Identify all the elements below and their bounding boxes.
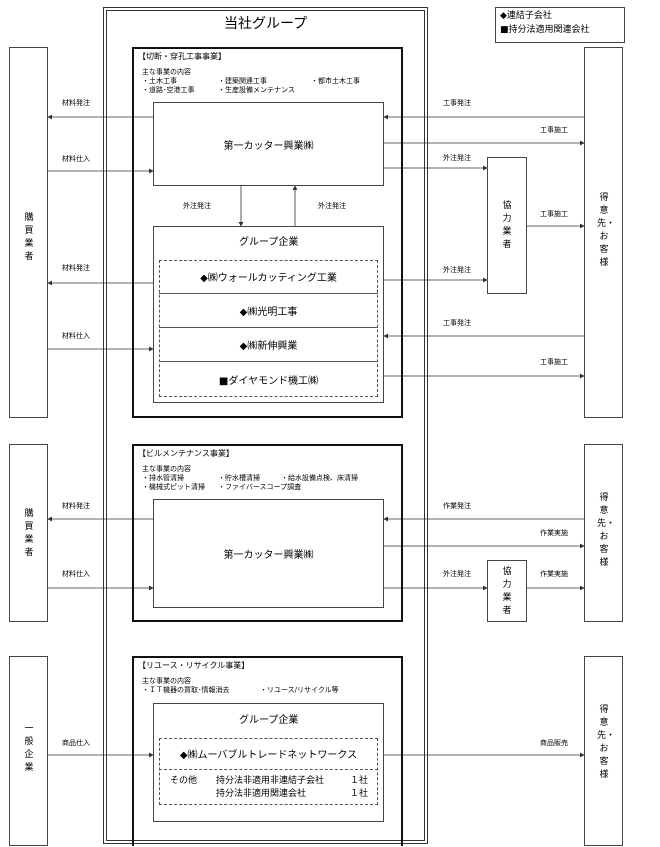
group-title: 当社グループ [224,16,308,32]
legend-equity: ■持分法適用関連会社 [500,25,590,35]
group-companies-box-reuse [153,703,384,822]
section-cutting-item: ・生産設備メンテナンス [218,86,295,94]
company-name: 第一カッター興業㈱ [223,140,314,152]
group-companies-list [159,260,378,397]
other-row-label: 持分法非適用関連会社 [216,789,307,799]
group-companies-box [153,226,384,403]
buyer-box-1 [9,47,48,418]
flow-label: 材料発注 [62,502,90,510]
flow-label: 商品仕入 [62,739,90,747]
flow-label: 材料仕入 [62,155,90,163]
customer-box-3 [584,656,623,846]
section-reuse-contents-title: 主な事業の内容 [142,677,191,685]
other-label: その他 [170,776,198,786]
flow-label-outsource-down: 外注発注 [183,202,211,210]
flow-label: 作業実施 [540,529,568,537]
flow-label: 作業実施 [540,570,568,578]
section-building-item: ・貯水槽清掃 [218,474,260,482]
partner-box-1 [487,157,527,294]
group-companies-list-reuse [159,738,378,805]
legend-box [495,7,625,43]
buyer-label-1: 購買業者 [24,213,34,262]
company-box-building: 第一カッター興業㈱ [153,499,384,608]
flow-label: 工事施工 [540,358,568,366]
section-cutting [132,47,403,418]
other-row-label: 持分法非適用非連結子会社 [216,776,325,786]
group-companies-title: グループ企業 [239,715,299,726]
customer-box-1 [584,47,623,418]
group-companies-title: グループ企業 [239,237,299,248]
section-building-item: ・ファイバースコープ調査 [218,483,302,491]
group-company-row: ■ダイヤモンド機工㈱ [218,376,319,387]
flow-label: 商品販売 [540,739,568,747]
flow-label: 工事施工 [540,126,568,134]
section-building-item: ・機械式ピット清掃 [142,483,205,491]
section-building-maintenance [132,444,403,622]
section-cutting-contents-title: 主な事業の内容 [142,68,191,76]
section-building-item: ・給水設備点検、床清掃 [281,474,358,482]
flow-label: 材料発注 [62,264,90,272]
other-row-count: １社 [350,776,369,786]
group-company-row: ◆㈱新伸興業 [159,328,378,362]
legend-consolidated: ◆連結子会社 [500,11,552,21]
section-reuse-item: ・リユース/リサイクル等 [260,686,339,694]
partner-box-2 [487,560,527,622]
partner-label-2: 協力業者 [502,567,512,616]
group-company-row: ◆㈱光明工事 [159,294,378,328]
section-building-contents-title: 主な事業の内容 [142,465,191,473]
section-reuse-header: 【リユース・リサイクル事業】 [138,661,250,670]
flow-label: 材料仕入 [62,570,90,578]
section-building-header: 【ビルメンテナンス事業】 [138,449,234,458]
flow-label: 外注発注 [443,570,471,578]
flow-label: 作業発注 [443,502,471,510]
section-cutting-header: 【切断・穿孔工事事業】 [138,52,226,61]
customer-label-3: 得意先・お客様 [597,705,616,780]
flow-label: 工事発注 [443,99,471,107]
flow-label: 外注発注 [443,266,471,274]
section-cutting-item: ・道路･空港工事 [142,86,195,94]
flow-label: 外注発注 [443,154,471,162]
general-label: 一般企業 [24,724,34,773]
buyer-box-2 [9,444,48,622]
section-cutting-item: ・都市土木工事 [311,77,360,85]
general-box [9,656,48,846]
flow-label: 工事発注 [443,319,471,327]
group-company-row: ◆㈱ウォールカッティング工業 [159,260,378,294]
customer-label-2: 得意先・お客様 [597,493,616,568]
group-frame [103,7,428,844]
buyer-label-2: 購買業者 [24,509,34,558]
company-name: 第一カッター興業㈱ [223,550,314,561]
group-frame-inner [106,10,425,841]
section-reuse-item: ・ＩＴ機器の買取･情報消去 [142,686,230,694]
flow-label: 材料発注 [62,99,90,107]
flow-label-outsource-up: 外注発注 [318,202,346,210]
other-row-count: １社 [350,789,369,799]
section-reuse-recycle [132,656,403,846]
group-company-row: ◆㈱ムーバブルトレードネットワークス [159,738,378,770]
customer-box-2 [584,444,623,622]
flow-label: 工事施工 [540,210,568,218]
section-cutting-item: ・建築関連工事 [218,77,267,85]
company-box-cutting: 第一カッター興業㈱ [153,102,384,186]
flow-label: 材料仕入 [62,332,90,340]
customer-label-1: 得意先・お客様 [597,193,616,268]
section-cutting-item: ・土木工事 [142,77,177,85]
section-building-item: ・排水管清掃 [142,474,184,482]
partner-label-1: 協力業者 [502,201,512,250]
